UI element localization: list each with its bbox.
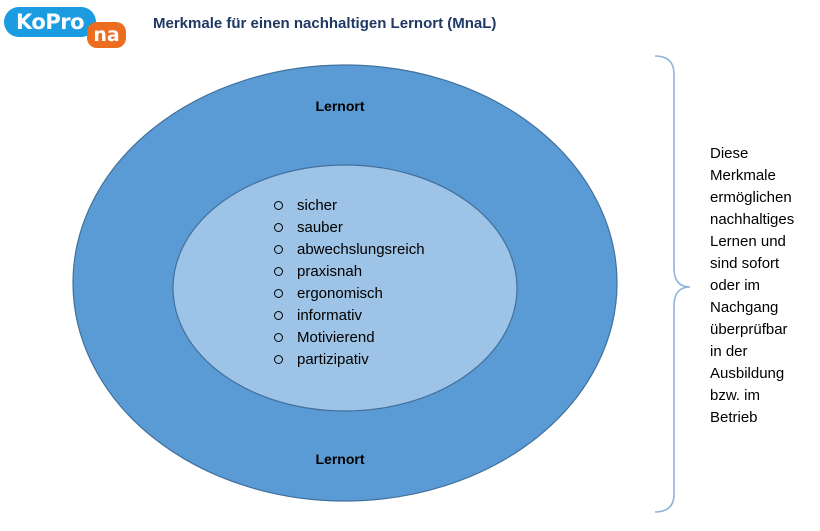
side-note-line: Lernen und xyxy=(710,233,786,250)
page-title: Merkmale für einen nachhaltigen Lernort … xyxy=(153,15,497,32)
feature-item: Motivierend xyxy=(274,327,425,349)
feature-item: partizipativ xyxy=(274,349,425,371)
curly-brace xyxy=(654,55,691,513)
feature-label: abwechslungsreich xyxy=(297,241,425,258)
circle-bullet-icon xyxy=(274,200,283,210)
feature-label: Motivierend xyxy=(297,329,375,346)
circle-bullet-icon xyxy=(274,354,283,364)
side-note-line: sind sofort xyxy=(710,255,780,272)
side-note-line: ermöglichen xyxy=(710,189,792,206)
feature-label: ergonomisch xyxy=(297,285,383,302)
feature-label: informativ xyxy=(297,307,363,324)
side-note-line: Nachgang xyxy=(710,299,779,316)
side-note-line: Diese xyxy=(710,145,749,162)
side-note-line: in der xyxy=(710,343,748,360)
feature-item: sauber xyxy=(274,217,425,239)
side-note-line: Ausbildung xyxy=(710,365,785,382)
side-note: Diese Merkmale ermöglichen nachhaltiges … xyxy=(710,143,818,429)
circle-bullet-icon xyxy=(274,244,283,254)
inner-ellipse-features xyxy=(172,164,518,412)
circle-bullet-icon xyxy=(274,266,283,276)
circle-bullet-icon xyxy=(274,288,283,298)
side-note-line: überprüfbar xyxy=(710,321,788,338)
outer-label-top: Lernort xyxy=(315,98,365,114)
feature-label: sauber xyxy=(297,219,343,236)
feature-label: praxisnah xyxy=(297,263,363,280)
feature-item: ergonomisch xyxy=(274,283,425,305)
kopro-na-logo: KoPro na xyxy=(4,6,126,48)
circle-bullet-icon xyxy=(274,222,283,232)
circle-bullet-icon xyxy=(274,332,283,342)
feature-label: sicher xyxy=(297,197,338,214)
side-note-line: oder im xyxy=(710,277,761,294)
logo-na: na xyxy=(87,22,126,48)
feature-list: sicher sauber abwechslungsreich praxisna… xyxy=(274,195,425,371)
logo-kopro: KoPro xyxy=(4,7,96,37)
feature-item: informativ xyxy=(274,305,425,327)
outer-label-bottom: Lernort xyxy=(315,451,365,467)
feature-item: abwechslungsreich xyxy=(274,239,425,261)
side-note-line: bzw. im xyxy=(710,387,761,404)
feature-item: praxisnah xyxy=(274,261,425,283)
side-note-line: Betrieb xyxy=(710,409,758,426)
feature-label: partizipativ xyxy=(297,351,369,368)
side-note-line: Merkmale xyxy=(710,167,776,184)
circle-bullet-icon xyxy=(274,310,283,320)
feature-item: sicher xyxy=(274,195,425,217)
side-note-line: nachhaltiges xyxy=(710,211,795,228)
